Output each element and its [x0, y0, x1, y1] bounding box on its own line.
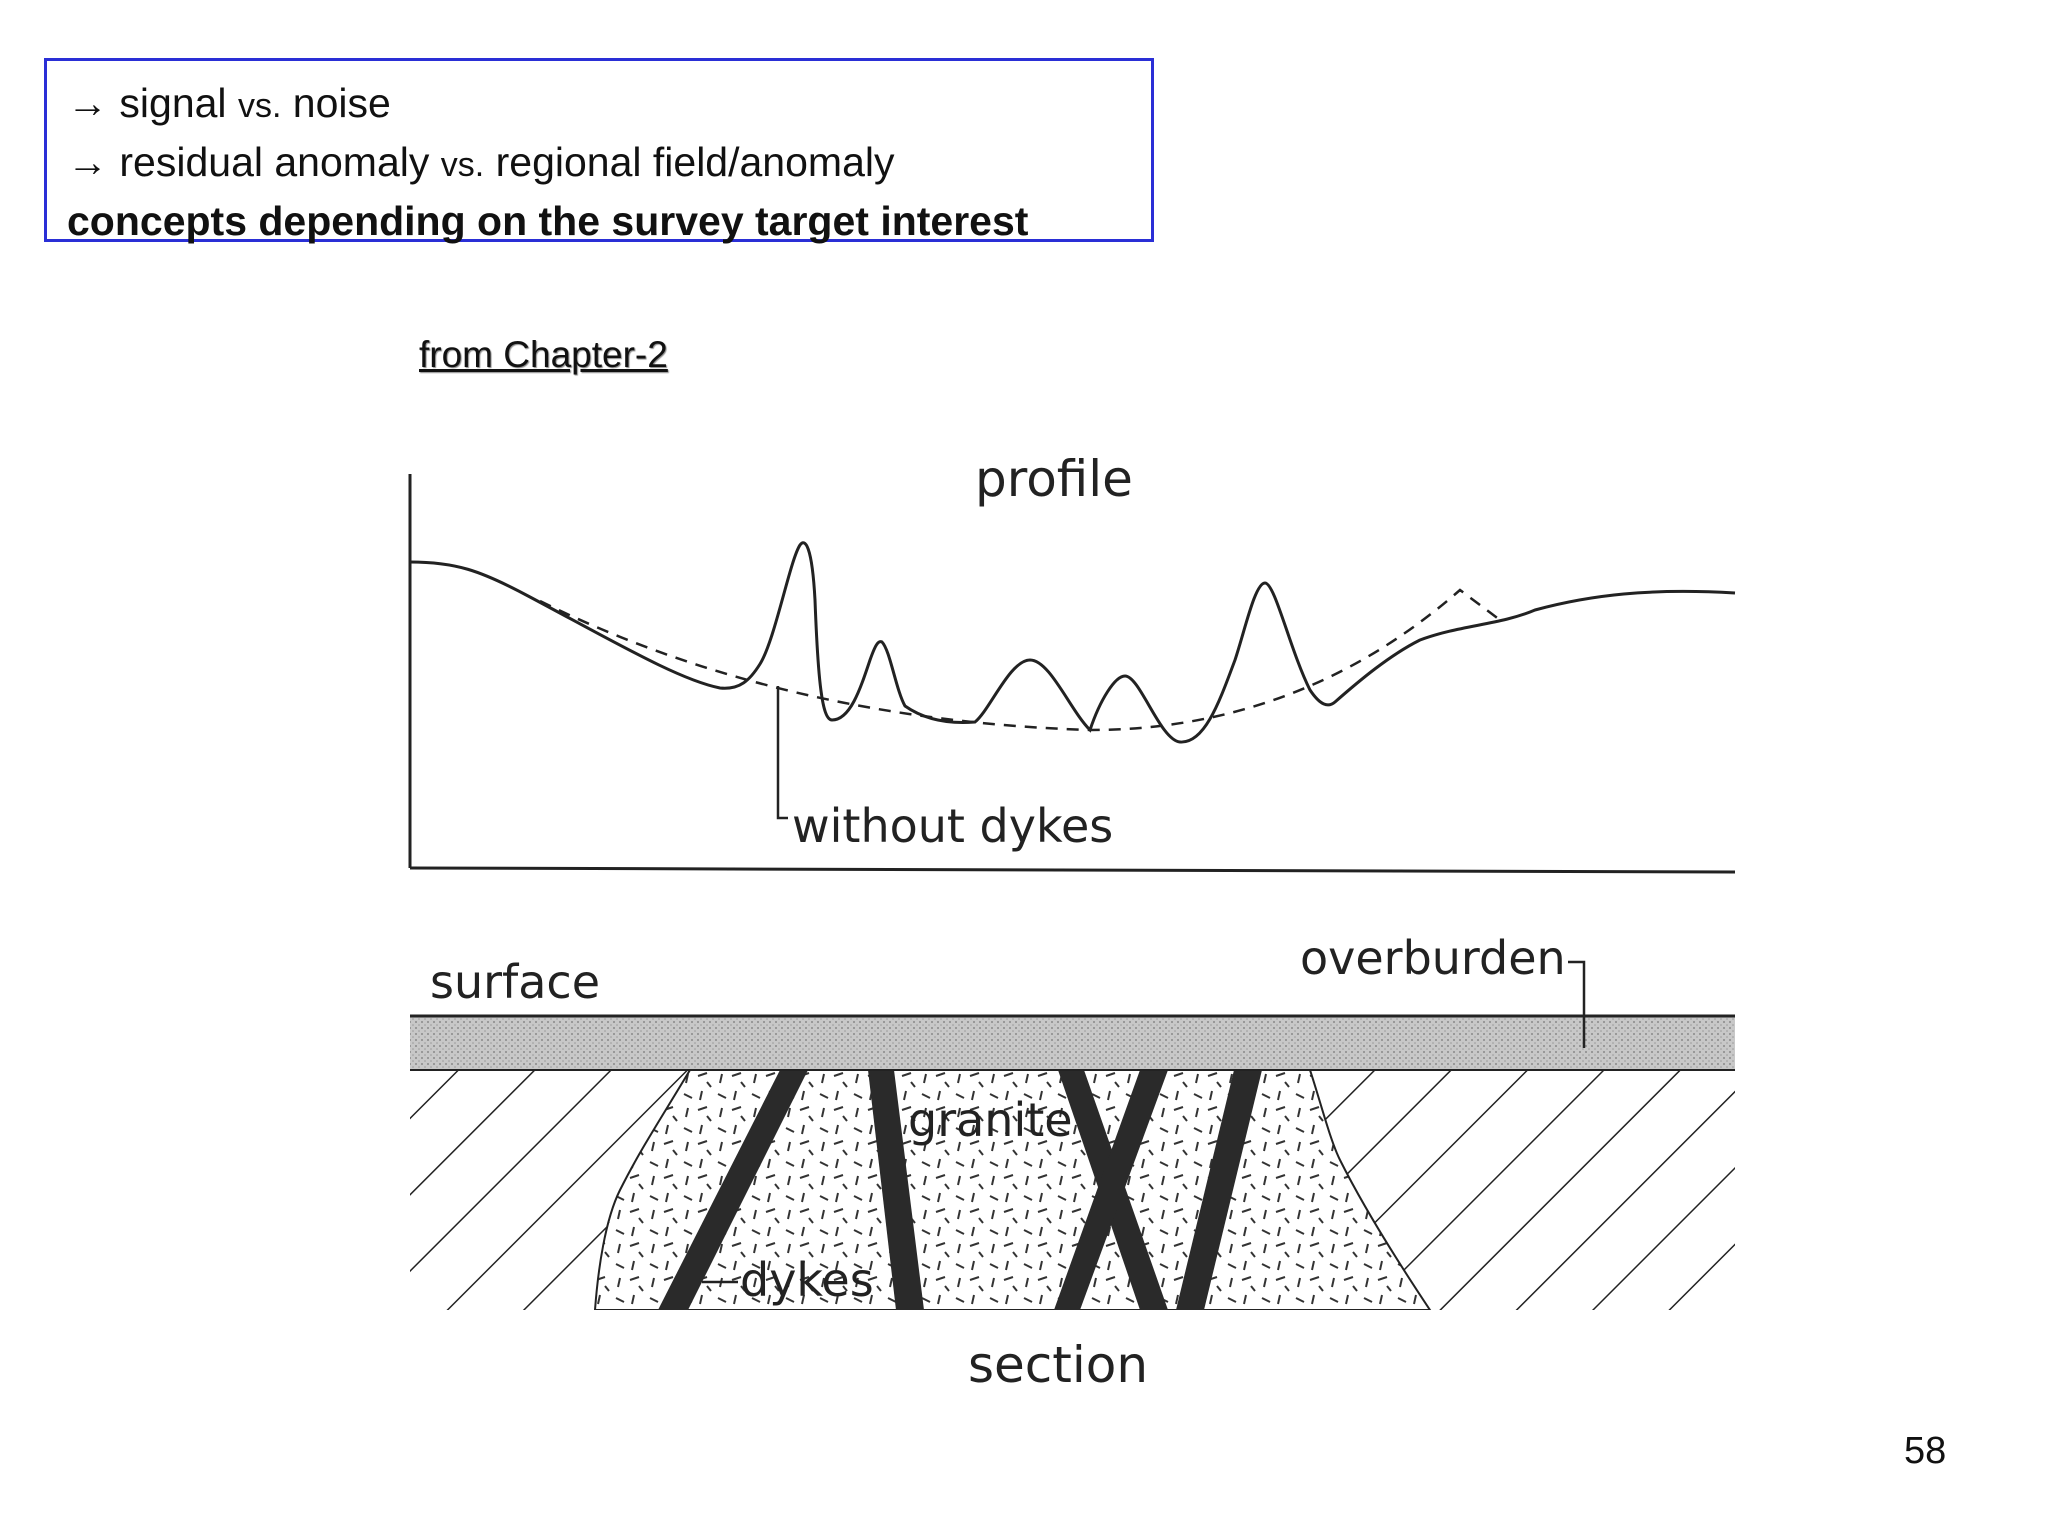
without-dykes-label: without dykes [792, 799, 1113, 853]
note-line-signal-noise: → signal vs. noise [67, 75, 1131, 134]
note-vs: vs. [237, 87, 282, 125]
dyke-4 [1054, 1070, 1168, 1310]
page-number: 58 [1904, 1430, 1947, 1472]
note-conclusion: concepts depending on the survey target … [67, 198, 1029, 244]
note-line-residual-regional: → residual anomaly vs. regional field/an… [67, 134, 1131, 193]
overburden-label: overburden [1300, 931, 1566, 985]
section-label: section [968, 1336, 1148, 1394]
dyke-1 [658, 1070, 808, 1310]
arrow-icon: → [67, 139, 108, 185]
dyke-5 [1176, 1070, 1262, 1310]
profile-label: profile [975, 450, 1133, 508]
note-term-signal: signal [119, 80, 227, 126]
granite-label: granite [908, 1093, 1073, 1147]
overburden-pointer [1568, 960, 1586, 1048]
regional-field-curve [539, 588, 1501, 732]
without-dykes-pointer [776, 686, 788, 820]
dykes-label: dykes [740, 1253, 874, 1307]
note-vs: vs. [440, 146, 485, 184]
note-term-noise: noise [292, 80, 391, 126]
arrow-icon: → [67, 80, 108, 126]
chapter-reference-link[interactable]: from Chapter-2 [419, 334, 668, 375]
note-term-regional: regional field/anomaly [495, 139, 895, 185]
observed-profile-curve [409, 541, 1736, 744]
note-term-residual: residual anomaly [119, 139, 430, 185]
dyke-2 [868, 1070, 924, 1310]
profile-baseline [409, 866, 1736, 874]
concept-note-box: → signal vs. noise → residual anomaly vs… [44, 58, 1154, 244]
overburden-layer [410, 1016, 1735, 1070]
surface-label: surface [430, 955, 600, 1009]
